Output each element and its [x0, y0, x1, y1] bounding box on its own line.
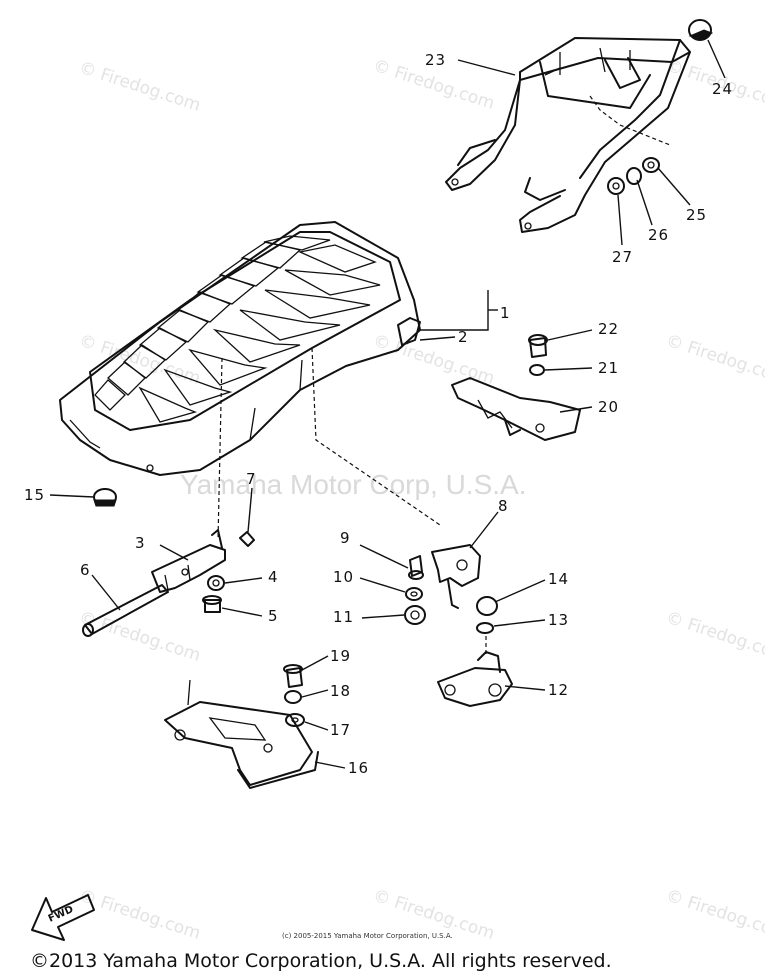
- part-24-cap: [688, 19, 714, 41]
- part-5-bolt: [202, 595, 222, 613]
- part-11-nut: [404, 605, 426, 625]
- copyright-notice: ©2013 Yamaha Motor Corporation, U.S.A. A…: [30, 950, 612, 972]
- callout-26: 26: [648, 226, 669, 244]
- part-23-carrier: [445, 37, 691, 233]
- part-6-pin: [82, 584, 169, 637]
- callout-15: 15: [24, 486, 45, 504]
- part-8-hinge: [431, 544, 481, 609]
- callout-19: 19: [330, 647, 351, 665]
- part-13-washer: [476, 622, 494, 634]
- callout-27: 27: [612, 248, 633, 266]
- watermark-text: © Firedog.com: [663, 331, 765, 389]
- part-21-washer: [529, 364, 545, 376]
- callout-18: 18: [330, 682, 351, 700]
- callout-16: 16: [348, 759, 369, 777]
- part-16-bracket: [164, 679, 319, 789]
- part-20-bracket: [451, 377, 581, 441]
- watermark-text: © Firedog.com: [663, 886, 765, 944]
- part-17-washer: [285, 713, 305, 727]
- watermark-text: © Firedog.com: [76, 886, 202, 944]
- watermark-layer: © Firedog.com © Firedog.com © Firedog.co…: [76, 56, 765, 944]
- watermark-text: © Firedog.com: [76, 58, 202, 116]
- watermark-text: © Firedog.com: [663, 608, 765, 666]
- callout-11: 11: [333, 608, 354, 626]
- leader-lines: [49, 39, 726, 769]
- callout-21: 21: [598, 359, 619, 377]
- part-1-seat: [59, 221, 441, 541]
- callout-14: 14: [548, 570, 569, 588]
- watermark-text: © Firedog.com: [76, 608, 202, 666]
- part-9-bolt: [408, 555, 424, 580]
- callout-12: 12: [548, 681, 569, 699]
- callout-10: 10: [333, 568, 354, 586]
- part-15-grommet: [93, 488, 117, 507]
- callout-1: 1: [500, 304, 511, 322]
- watermark-center: Yamaha Motor Corp, U.S.A.: [180, 469, 527, 500]
- part-4-washer: [207, 575, 225, 591]
- credit-line: (c) 2005-2015 Yamaha Motor Corporation, …: [282, 932, 453, 940]
- part-22-bolt: [528, 334, 548, 358]
- callout-9: 9: [340, 529, 351, 547]
- callout-6: 6: [80, 561, 91, 579]
- part-14-bolt: [476, 596, 498, 616]
- callout-24: 24: [712, 80, 733, 98]
- callout-8: 8: [498, 497, 509, 515]
- part-7-clip: [239, 531, 255, 547]
- callout-5: 5: [268, 607, 279, 625]
- part-12-lock: [437, 636, 513, 707]
- callout-13: 13: [548, 611, 569, 629]
- part-25-27-fasteners: [607, 157, 660, 195]
- callout-23: 23: [425, 51, 446, 69]
- callout-7: 7: [246, 470, 257, 488]
- callout-20: 20: [598, 398, 619, 416]
- part-3-bracket: [151, 529, 226, 593]
- callout-4: 4: [268, 568, 279, 586]
- part-19-bolt: [283, 664, 303, 688]
- callout-25: 25: [686, 206, 707, 224]
- callout-2: 2: [458, 328, 469, 346]
- part-18-washer: [284, 690, 302, 704]
- callout-22: 22: [598, 320, 619, 338]
- part-10-washer: [405, 587, 423, 601]
- callout-labels: 1 2 3 4 5 6 7 8 9 10 11 12 13 14 15 16 1…: [24, 51, 733, 777]
- callout-17: 17: [330, 721, 351, 739]
- callout-3: 3: [135, 534, 146, 552]
